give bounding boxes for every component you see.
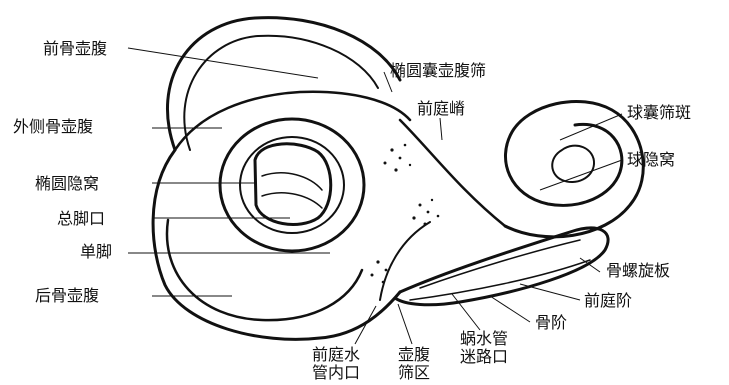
label-elliptical-recess-cribrosa: 椭圆囊壶腹筛 (390, 62, 486, 80)
leader-lines (128, 48, 622, 344)
label-osseous-spiral-lamina: 骨螺旋板 (606, 262, 670, 280)
label-posterior-ampulla: 后骨壶腹 (35, 287, 99, 305)
cribrosa-dots (371, 144, 440, 284)
label-spherical-recess-cribrosa: 球囊筛斑 (627, 104, 691, 122)
label-common-crus-opening: 总脚口 (57, 210, 105, 228)
label-bony-step: 骨阶 (535, 314, 567, 332)
label-ampulla-cribrosa-line1: 壶腹 (398, 346, 430, 364)
label-anterior-ampulla: 前骨壶腹 (43, 40, 107, 58)
label-cochlear-duct-line2: 迷路口 (460, 348, 508, 366)
label-elliptical-recess: 椭圆隐窝 (35, 175, 99, 193)
elliptical-recess-opening (255, 144, 331, 225)
spiral-lamina (395, 228, 608, 305)
label-simple-crus: 单脚 (80, 243, 112, 261)
label-vestibular-aqueduct: 前庭水 管内口 (312, 346, 360, 382)
label-vestibular-crest: 前庭嵴 (417, 100, 465, 118)
label-lateral-ampulla: 外侧骨壶腹 (13, 118, 93, 136)
posterior-canal (167, 220, 362, 320)
label-scala-vestibuli: 前庭阶 (584, 292, 632, 310)
lateral-canal (220, 119, 364, 251)
label-ampulla-cribrosa: 壶腹 筛区 (398, 346, 430, 382)
label-cochlear-duct: 蜗水管 迷路口 (460, 330, 508, 366)
label-ampulla-cribrosa-line2: 筛区 (398, 364, 430, 382)
label-cochlear-duct-line1: 蜗水管 (460, 330, 508, 348)
label-vestibular-aqueduct-line1: 前庭水 (312, 346, 360, 364)
label-vestibular-aqueduct-line2: 管内口 (312, 364, 360, 382)
anterior-canal (167, 18, 400, 150)
cochlea-spiral (505, 101, 643, 236)
label-spherical-recess: 球隐窝 (627, 151, 675, 169)
